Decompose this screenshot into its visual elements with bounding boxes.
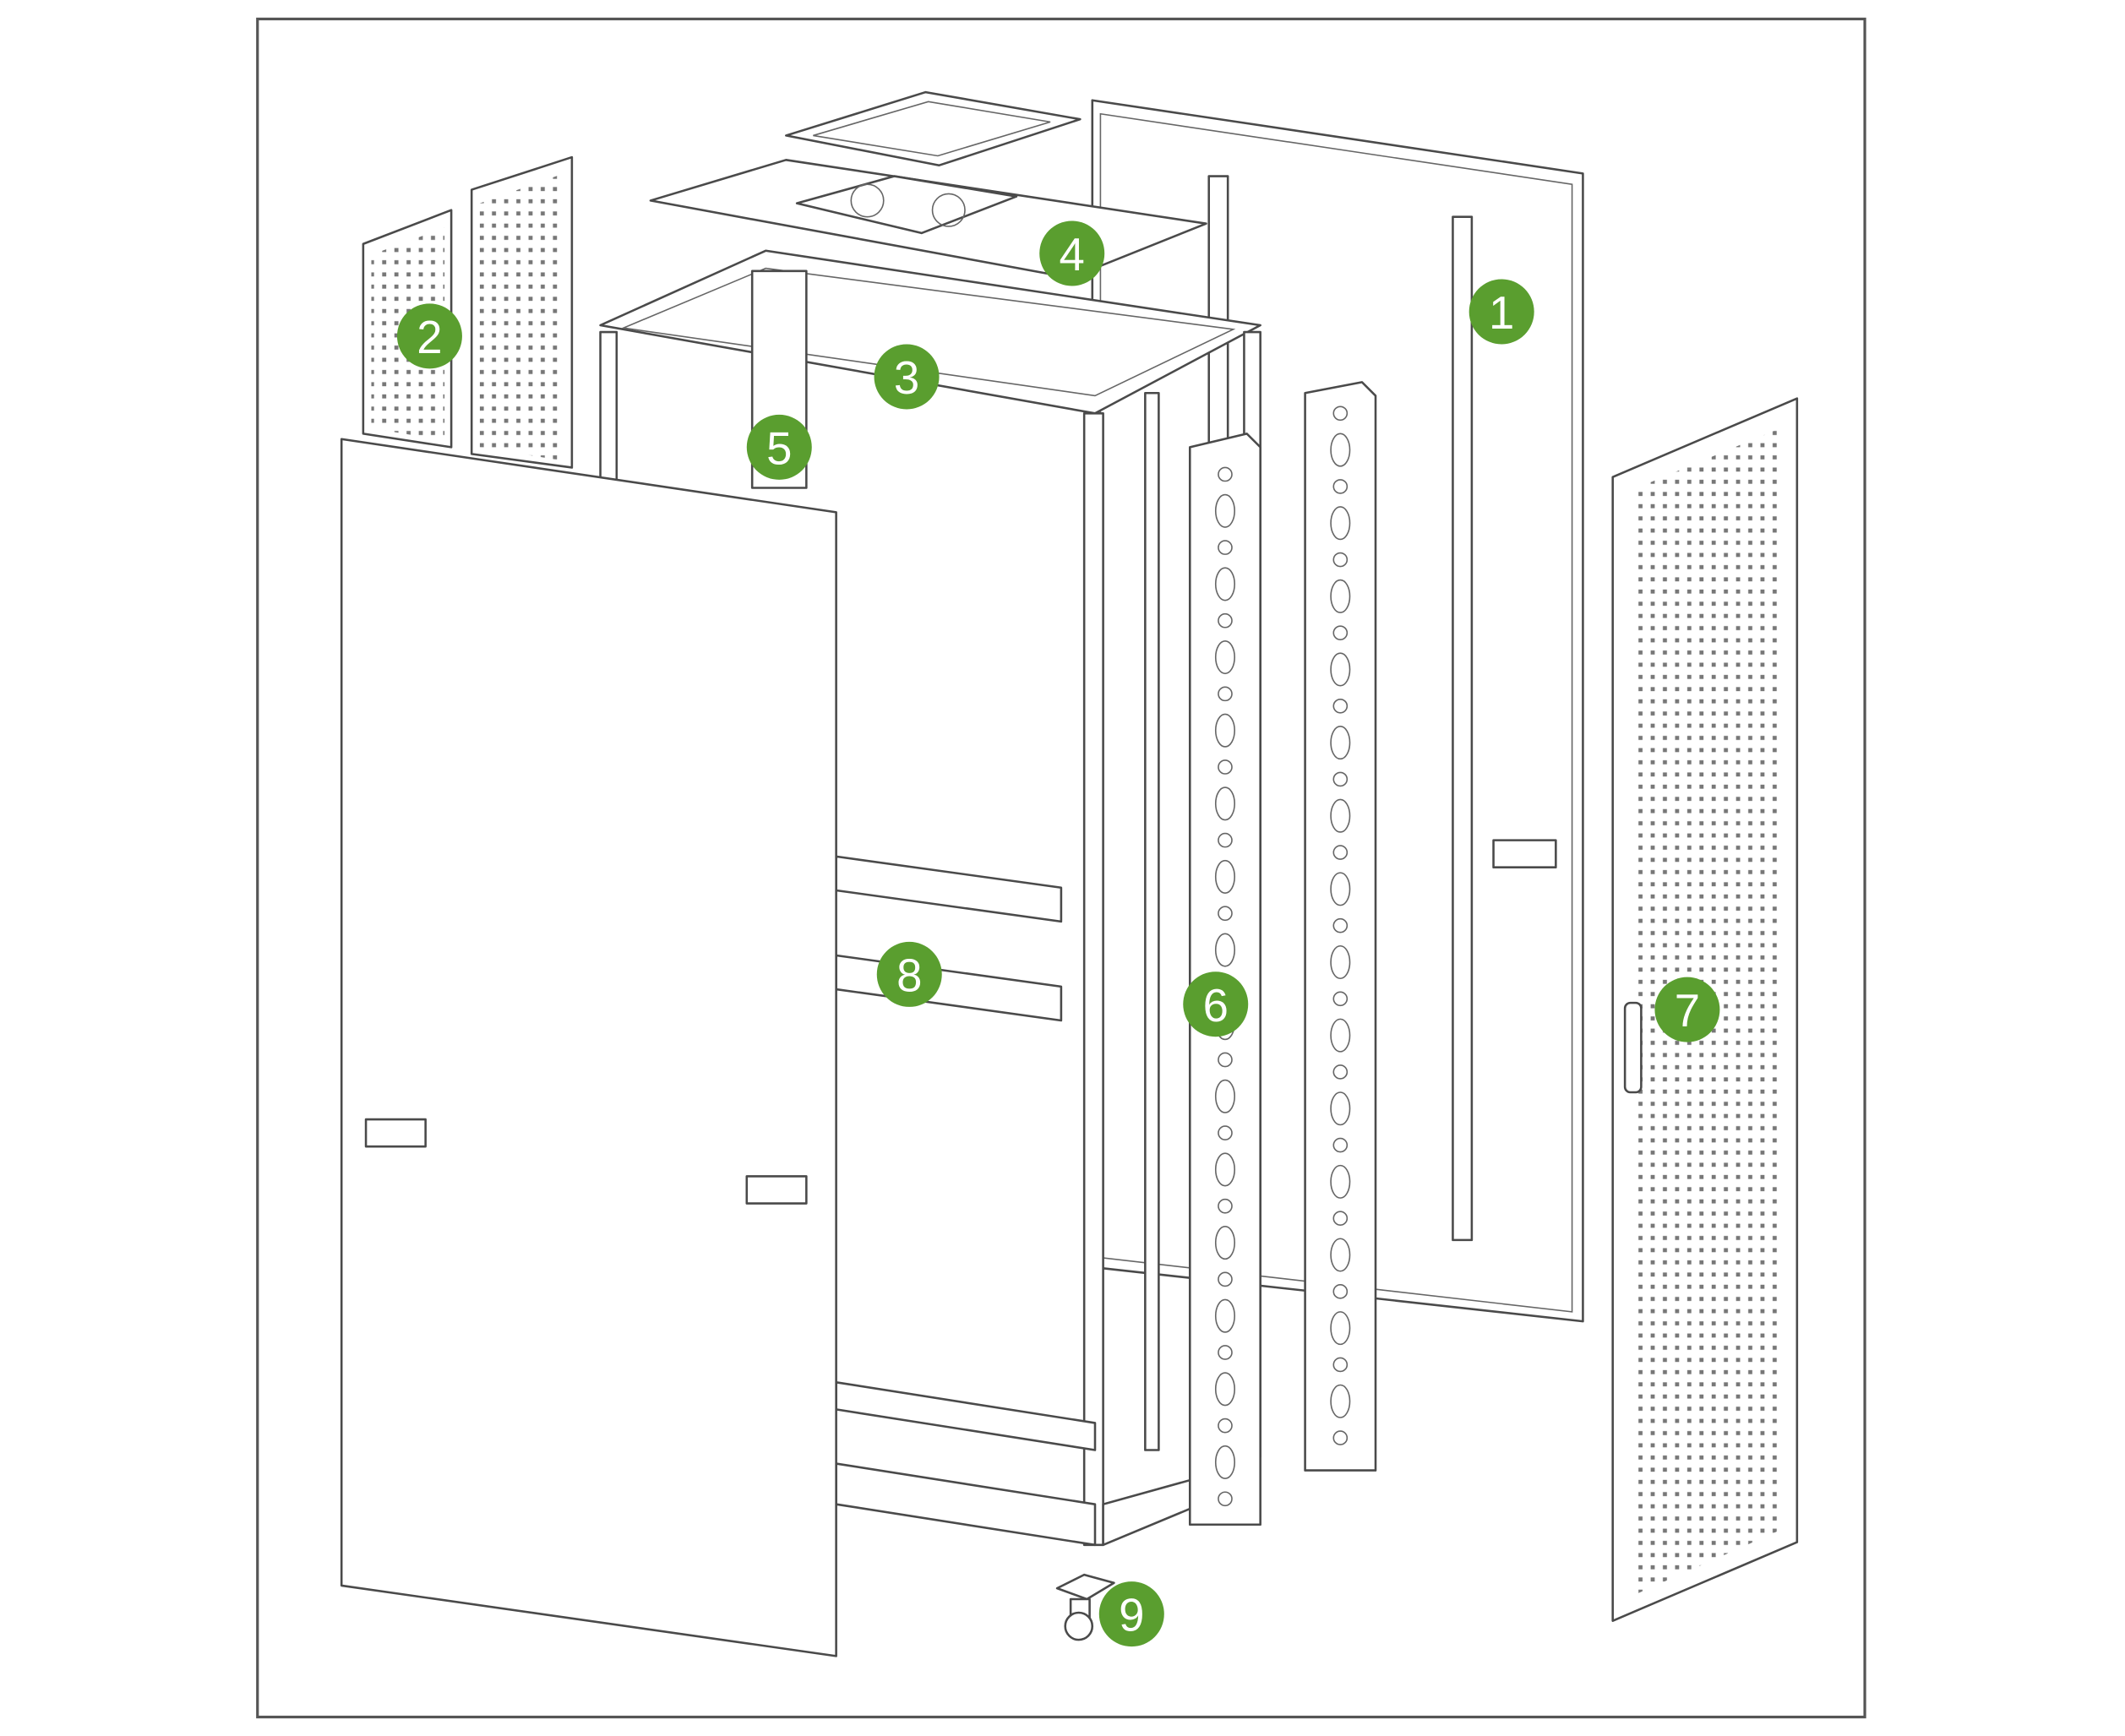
rail-slot	[1332, 1357, 1349, 1373]
diagram-frame	[256, 17, 1866, 1719]
svg-text:2: 2	[417, 312, 442, 363]
rail-slot	[1330, 1238, 1351, 1272]
rail-slot	[1332, 479, 1349, 494]
rail-slot	[1330, 1384, 1351, 1418]
rail-slot	[1214, 1226, 1236, 1260]
callout-badge-4: 4	[1039, 220, 1105, 286]
rail-slot	[1330, 872, 1351, 906]
rail-slot	[1214, 1079, 1236, 1113]
rail-slot	[1332, 1430, 1349, 1445]
rail-slot	[1218, 540, 1233, 555]
rail-slot	[1214, 1298, 1236, 1333]
svg-text:4: 4	[1060, 229, 1085, 280]
rail-slot	[1214, 1445, 1236, 1480]
rail-slot	[1330, 506, 1351, 541]
caster-wheel	[1055, 1573, 1115, 1641]
rail-slot	[1330, 433, 1351, 467]
rail-slot	[1218, 1345, 1233, 1360]
rail-slot	[1218, 1052, 1233, 1068]
rail-slot	[1330, 726, 1351, 760]
rail-slot	[1218, 1418, 1233, 1434]
rail-slot	[1214, 1372, 1236, 1407]
svg-text:1: 1	[1489, 287, 1514, 339]
rail-slot	[1214, 933, 1236, 967]
rail-slot	[1214, 859, 1236, 894]
rail-slot	[1332, 917, 1349, 933]
rail-slot	[1218, 1198, 1233, 1214]
rail-slot	[1332, 698, 1349, 714]
rail-slot	[1330, 944, 1351, 980]
callout-badge-7: 7	[1654, 977, 1720, 1042]
svg-text:5: 5	[766, 422, 792, 474]
rail-slot	[1218, 832, 1233, 848]
rail-slot	[1332, 845, 1349, 860]
callout-badge-9: 9	[1098, 1581, 1164, 1647]
callout-badge-2: 2	[396, 303, 462, 369]
rail-slot	[1214, 713, 1236, 748]
rail-slot	[1214, 493, 1236, 528]
rail-slot	[1218, 612, 1233, 629]
rail-slot	[1332, 405, 1349, 422]
rail-slot	[1332, 1211, 1349, 1227]
rail-slot	[1218, 1125, 1233, 1140]
callout-badge-1: 1	[1468, 279, 1534, 345]
rail-slot	[1218, 466, 1233, 482]
rail-slot	[1330, 1311, 1351, 1346]
side-panel-large	[340, 438, 837, 1657]
callout-badge-8: 8	[876, 941, 942, 1007]
rail-slot	[1218, 759, 1233, 775]
callout-badge-5: 5	[746, 414, 812, 480]
svg-text:8: 8	[896, 950, 922, 1002]
rail-slot	[1214, 567, 1236, 601]
rail-slot	[1214, 639, 1236, 675]
rail-slot	[1214, 1152, 1236, 1187]
rail-slot	[1330, 1164, 1351, 1199]
rail-slot	[1332, 771, 1349, 787]
rail-slot	[1218, 1491, 1233, 1507]
rail-slot	[1330, 798, 1351, 833]
rail-slot	[1218, 686, 1233, 702]
side-panels-small	[362, 155, 574, 469]
svg-text:6: 6	[1203, 980, 1229, 1031]
rail-slot	[1330, 1091, 1351, 1126]
rail-slot	[1218, 1271, 1233, 1287]
rail-slot	[1332, 1064, 1349, 1080]
rail-slot	[1214, 786, 1236, 821]
rail-slot	[1332, 991, 1349, 1007]
rail-slot	[1330, 579, 1351, 613]
cross-beams	[835, 855, 1063, 1022]
rail-slot	[1330, 1018, 1351, 1053]
rail-slot	[1332, 552, 1349, 568]
rail-slot	[1332, 1137, 1349, 1153]
rail-slot	[1330, 652, 1351, 687]
svg-text:9: 9	[1119, 1590, 1144, 1641]
svg-text:7: 7	[1675, 985, 1700, 1037]
rail-slot	[1218, 906, 1233, 922]
rail-slot	[1332, 1283, 1349, 1299]
svg-text:3: 3	[894, 352, 919, 404]
callout-badge-3: 3	[874, 344, 940, 410]
rail-slot	[1332, 625, 1349, 640]
callout-badge-6: 6	[1183, 971, 1249, 1037]
